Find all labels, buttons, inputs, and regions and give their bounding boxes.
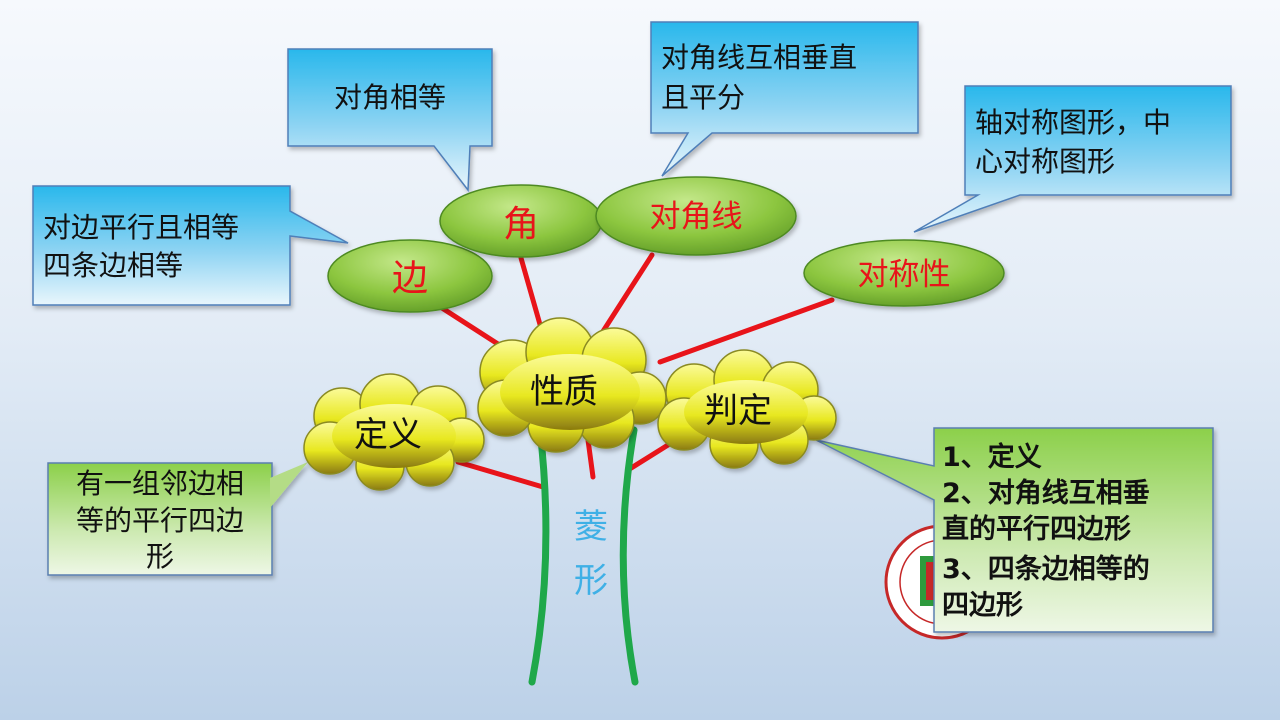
callout-symmetry-line1: 轴对称图形，中 (975, 106, 1171, 139)
callout-side (32, 185, 349, 306)
center-label: 性质 (530, 372, 598, 412)
callout-side-line2: 四条边相等 (43, 249, 183, 282)
node-angle-label: 角 (503, 204, 539, 245)
node-symmetry-label: 对称性 (858, 257, 951, 293)
node-diagonal-label: 对角线 (650, 199, 743, 235)
callout-symmetry-line2: 心对称图形 (975, 145, 1115, 178)
cloud-definition (303, 373, 485, 491)
callout-definition (47, 462, 308, 576)
trunk (528, 426, 639, 686)
callout-angle (287, 48, 493, 193)
callout-definition-line2: 等的平行四边 (76, 504, 244, 537)
node-symmetry (803, 239, 1005, 307)
connector-criteria (625, 442, 671, 473)
connector-center-trunk (585, 437, 596, 480)
callout-criteria (815, 427, 1214, 633)
callout-side-line1: 对边平行且相等 (43, 211, 239, 244)
trunk-right-line (619, 426, 639, 686)
callout-criteria-line4: 3、四条边相等的 (942, 553, 1150, 585)
node-side-label: 边 (392, 258, 428, 299)
callout-diagonal (650, 21, 919, 177)
callout-symmetry (913, 85, 1232, 233)
connector-diagonal (597, 252, 655, 339)
cloud-criteria (657, 349, 837, 469)
callout-definition-line1: 有一组邻边相 (76, 467, 244, 500)
callout-criteria-line2: 2、对角线互相垂 (942, 477, 1150, 509)
definition-label: 定义 (354, 415, 422, 455)
callout-criteria-line1: 1、定义 (942, 441, 1042, 473)
connector-symmetry (657, 297, 835, 365)
callout-definition-line3: 形 (146, 540, 174, 573)
connector-definition (455, 459, 546, 490)
callout-criteria-line5: 四边形 (942, 590, 1023, 621)
callout-angle-line1: 对角相等 (334, 81, 446, 114)
callout-diagonal-line1: 对角线互相垂直 (661, 41, 857, 74)
trunk-left-line (528, 426, 550, 686)
trunk-label-2: 形 (574, 561, 608, 601)
criteria-label: 判定 (704, 391, 772, 431)
node-diagonal (595, 176, 797, 256)
node-side (327, 239, 493, 313)
trunk-label-1: 菱 (574, 507, 608, 547)
callout-diagonal-line2: 且平分 (661, 81, 745, 114)
callout-criteria-line3: 直的平行四边形 (942, 513, 1131, 545)
cloud-center (477, 317, 667, 453)
